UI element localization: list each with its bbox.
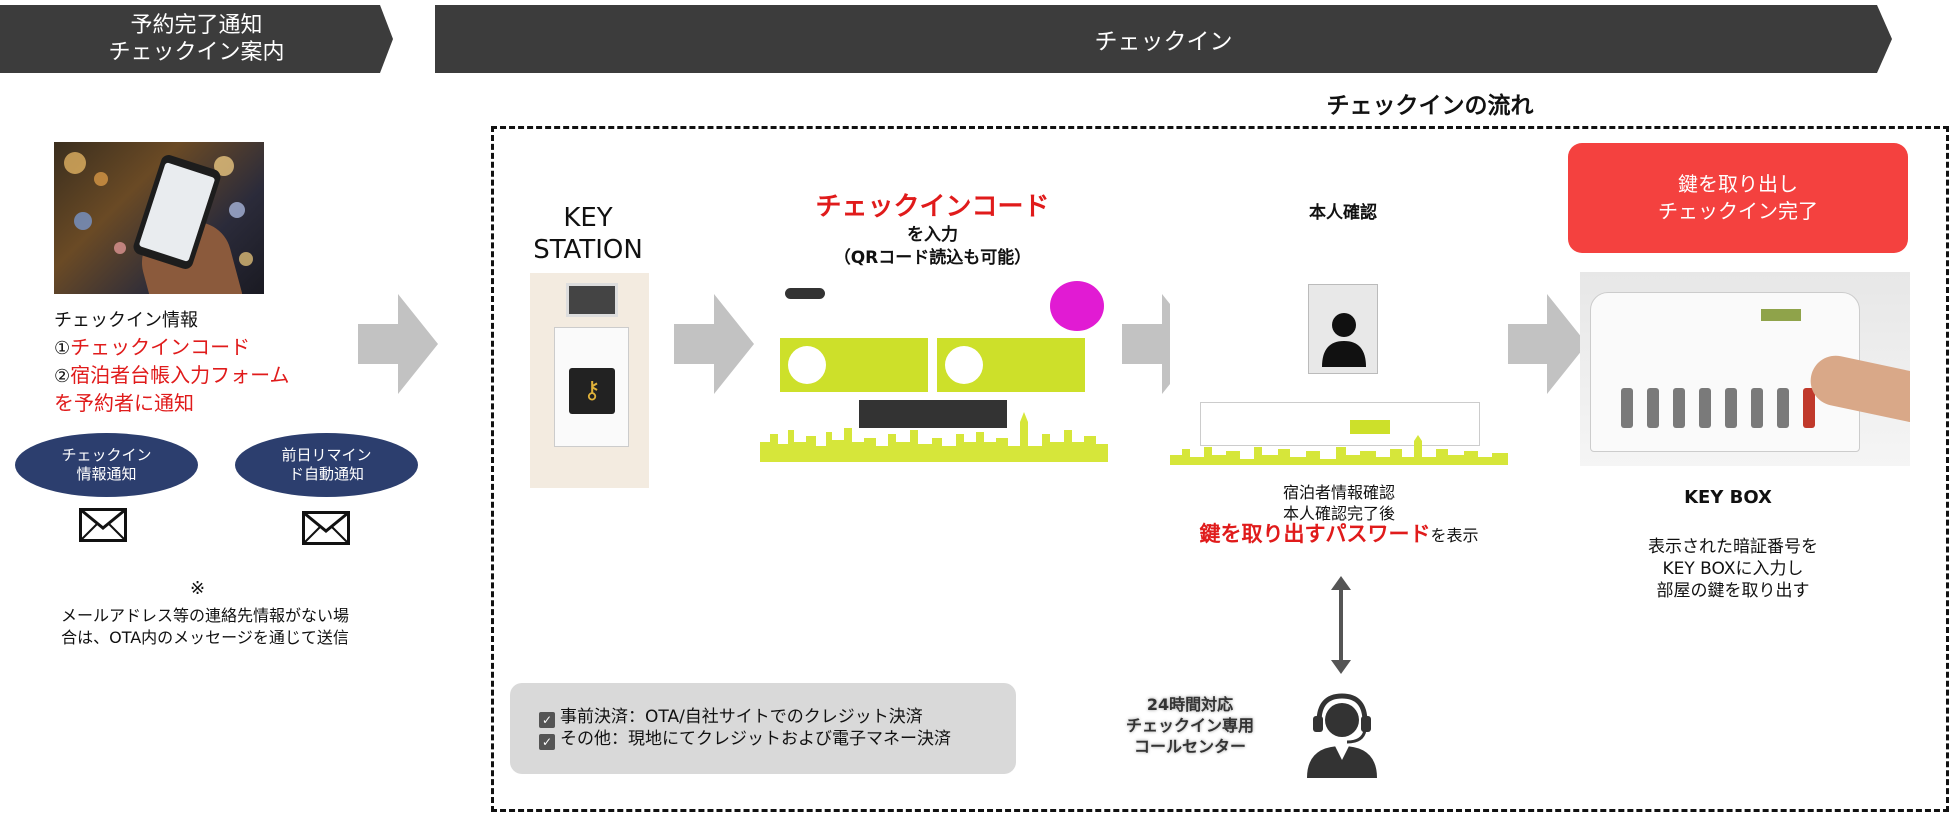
skyline-graphic xyxy=(760,412,1108,462)
banner-right-label: チェックイン xyxy=(1094,29,1233,55)
hand-return-icon xyxy=(945,346,983,384)
identity-title: 本人確認 xyxy=(1309,203,1377,223)
identity-desc-line2: 本人確認完了後 xyxy=(1282,504,1395,523)
kb-desc-line2: KEY BOXに入力し xyxy=(1662,559,1804,579)
note-line1: メールアドレス等の連絡先情報がない場 xyxy=(60,606,349,625)
reminder-notice-pill: 前日リマインド自動通知 xyxy=(235,433,418,497)
kiosk-screen xyxy=(760,276,1108,462)
key-station-machine: ⚷ xyxy=(530,273,649,488)
identity-description: 宿泊者情報確認 本人確認完了後 鍵を取り出すパスワードを表示 xyxy=(1170,482,1508,546)
arrow-right-icon xyxy=(358,294,438,394)
kiosk-checkin-button xyxy=(780,338,928,392)
pill2-line1: 前日リマイン xyxy=(281,446,372,464)
key-station-title-line1: KEY xyxy=(563,203,613,233)
note-mark: ※ xyxy=(190,578,206,599)
envelope-icon xyxy=(302,511,350,545)
pill1-line2: 情報通知 xyxy=(76,465,137,483)
item3-label: を予約者に通知 xyxy=(54,391,194,415)
checkin-info-notice-pill: チェックイン情報通知 xyxy=(15,433,198,497)
id-photo-frame xyxy=(1308,284,1378,374)
pill1-line1: チェックイン xyxy=(61,446,152,464)
item1-number: ① xyxy=(54,338,71,359)
item2-number: ② xyxy=(54,366,71,387)
kiosk-checkout-button xyxy=(937,338,1085,392)
kb-desc-line1: 表示された暗証番号を xyxy=(1648,537,1818,557)
done-line1: 鍵を取り出し xyxy=(1678,172,1798,196)
note-line2: 合は、OTA内のメッセージを通じて送信 xyxy=(61,628,349,647)
kiosk-badge xyxy=(785,288,825,299)
kiosk-pink-button xyxy=(1050,281,1104,331)
person-silhouette-icon xyxy=(1322,313,1366,367)
double-arrow-line xyxy=(1339,580,1343,666)
smartphone-photo xyxy=(54,142,264,294)
kiosk-temporary-custody-button xyxy=(859,400,1007,428)
checkin-info-list: チェックイン情報 ①チェックインコード ②宿泊者台帳入力フォーム を予約者に通知 xyxy=(54,308,290,416)
check-icon: ✓ xyxy=(539,734,555,750)
key-box-display xyxy=(1761,309,1801,321)
identity-info-panel xyxy=(1200,402,1480,446)
key-station-body: ⚷ xyxy=(554,327,629,447)
item1-label: チェックインコード xyxy=(70,335,251,359)
operator-headset-icon xyxy=(1307,693,1377,778)
identity-desc-line1: 宿泊者情報確認 xyxy=(1282,483,1395,502)
key-station-title-line2: STATION xyxy=(533,235,643,265)
pill2-line2: ド自動通知 xyxy=(288,465,364,483)
call-line3: コールセンター xyxy=(1133,737,1246,756)
checkin-info-title: チェックイン情報 xyxy=(54,310,198,331)
payment-info-box: ✓ 事前決済：OTA/自社サイトでのクレジット決済 ✓ その他：現地にてクレジットお… xyxy=(510,683,1016,774)
key-station-title: KEY STATION xyxy=(508,202,668,266)
key-box-photo xyxy=(1580,272,1910,466)
checkin-code-sub1: を入力 xyxy=(907,225,958,245)
banner-checkin: チェックイン xyxy=(435,5,1892,73)
check-icon: ✓ xyxy=(539,712,555,728)
checkin-code-sub2: （QRコード読込も可能） xyxy=(833,248,1032,268)
payment-line1: 事前決済：OTA/自社サイトでのクレジット決済 xyxy=(560,707,923,727)
call-center-label: 24時間対応 チェックイン専用 コールセンター xyxy=(1100,694,1280,757)
call-line2: チェックイン専用 xyxy=(1125,716,1254,735)
identity-desc-tail: を表示 xyxy=(1430,526,1479,545)
call-line1: 24時間対応 xyxy=(1146,695,1234,714)
checkin-code-title: チェックインコード xyxy=(815,192,1050,222)
hand-key-icon xyxy=(788,346,826,384)
flow-dashed-frame xyxy=(491,126,1949,812)
banner-reservation-notice: 予約完了通知 チェックイン案内 xyxy=(0,5,393,73)
item2-label: 宿泊者台帳入力フォーム xyxy=(70,363,290,387)
payment-line2: その他：現地にてクレジットおよび電子マネー決済 xyxy=(560,729,951,749)
key-logo-icon: ⚷ xyxy=(569,368,615,414)
banner-left-line2: チェックイン案内 xyxy=(108,40,285,65)
password-highlight: 鍵を取り出すパスワード xyxy=(1199,522,1431,546)
key-box-title: KEY BOX xyxy=(1684,487,1772,508)
flow-title: チェックインの流れ xyxy=(1326,93,1534,119)
identity-confirm-button xyxy=(1350,420,1390,434)
done-line2: チェックイン完了 xyxy=(1658,199,1818,223)
envelope-icon xyxy=(79,508,127,542)
kb-desc-line3: 部屋の鍵を取り出す xyxy=(1656,581,1810,601)
key-box-description: 表示された暗証番号を KEY BOXに入力し 部屋の鍵を取り出す xyxy=(1588,536,1878,602)
identity-screen xyxy=(1170,278,1508,465)
key-station-screen xyxy=(566,283,618,317)
skyline-graphic xyxy=(1170,435,1508,465)
note-text: メールアドレス等の連絡先情報がない場 合は、OTA内のメッセージを通じて送信 xyxy=(30,605,380,649)
checkin-complete-banner: 鍵を取り出しチェックイン完了 xyxy=(1568,143,1908,253)
banner-left-line1: 予約完了通知 xyxy=(130,13,263,38)
